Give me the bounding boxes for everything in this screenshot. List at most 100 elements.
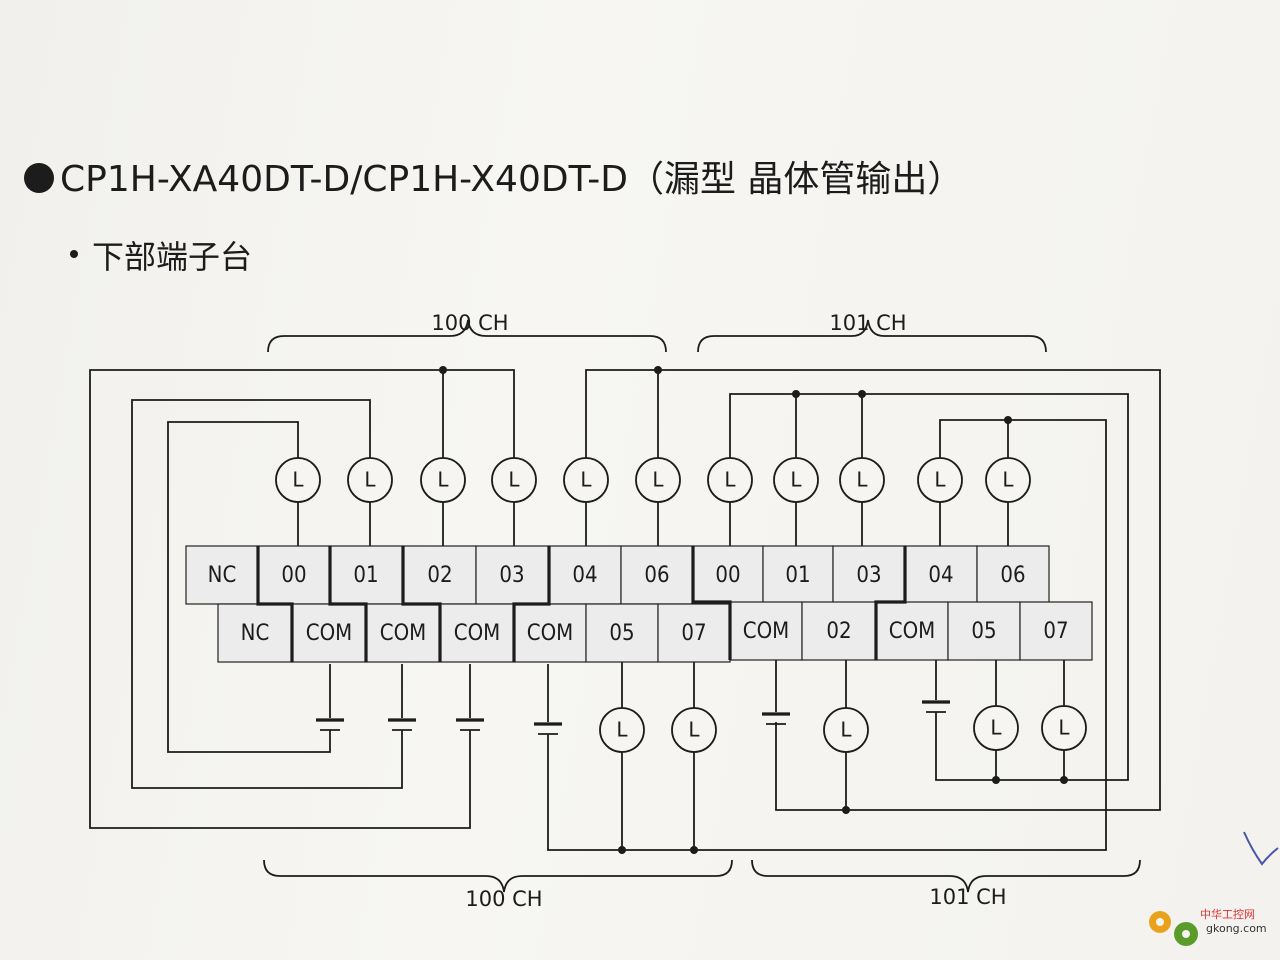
- lamp-icon: L: [1041, 705, 1087, 751]
- lamp-icon: L: [823, 707, 869, 753]
- terminal-label: COM: [454, 621, 500, 646]
- label-top-101ch: 101 CH: [829, 311, 906, 335]
- lamp-icon: L: [563, 457, 609, 503]
- power-source-3: [456, 718, 484, 731]
- terminal-label: COM: [527, 621, 573, 646]
- lamp-icon: L: [707, 457, 753, 503]
- terminal-label: 00: [281, 563, 306, 588]
- lamp-label: L: [934, 468, 946, 492]
- brace-top-101ch: [697, 319, 1047, 353]
- pen-mark: [1243, 831, 1279, 866]
- terminal-upper-101-01: [762, 545, 834, 605]
- wire-lamp-drops-lower: [621, 660, 1065, 850]
- terminal-lower-nc: [217, 603, 293, 663]
- terminal-label: 05: [609, 621, 634, 646]
- wire-lamp-drops-upper: [297, 502, 1009, 546]
- power-source-6: [922, 700, 950, 713]
- lamp-icon: L: [491, 457, 537, 503]
- terminal-label: NC: [208, 563, 237, 588]
- terminal-lower-101-07: [1019, 601, 1093, 661]
- wire-group-02-03: [443, 369, 515, 458]
- group-separators: [256, 546, 907, 662]
- page-title: CP1H-XA40DT-D/CP1H-X40DT-D（漏型 晶体管输出）: [24, 150, 963, 202]
- page-subtitle: 下部端子台: [70, 232, 252, 278]
- lamp-icon: L: [839, 457, 885, 503]
- lamp-label: L: [580, 468, 592, 492]
- terminal-upper-100-04: [548, 545, 622, 605]
- lamp-label: L: [790, 468, 802, 492]
- lamp-icon: L: [773, 457, 819, 503]
- brace-top-100ch: [267, 319, 667, 353]
- lamp-label: L: [990, 716, 1002, 740]
- lamp-icon: L: [275, 457, 321, 503]
- lamp-label: L: [688, 718, 700, 742]
- junction-nodes: [439, 366, 1068, 854]
- lamp-label: L: [724, 468, 736, 492]
- terminal-label: COM: [743, 619, 789, 644]
- label-top-100ch: 100 CH: [431, 311, 508, 335]
- terminal-label: 04: [572, 563, 597, 588]
- terminal-label: 06: [644, 563, 669, 588]
- wire-loop-6: [547, 419, 1107, 851]
- lower-lamps: L L L L L: [599, 705, 1087, 753]
- terminal-label: COM: [380, 621, 426, 646]
- lamp-icon: L: [420, 457, 466, 503]
- terminal-label: 03: [856, 563, 881, 588]
- terminal-label: NC: [241, 621, 270, 646]
- terminal-lower-100-07: [657, 603, 731, 663]
- terminal-lower-101-05: [947, 601, 1021, 661]
- lamp-label: L: [292, 468, 304, 492]
- lamp-label: L: [1002, 468, 1014, 492]
- wire-loop-5: [729, 393, 1129, 781]
- lamp-icon: L: [917, 457, 963, 503]
- terminal-label: COM: [306, 621, 352, 646]
- lamp-icon: L: [671, 707, 717, 753]
- watermark-url: gkong.com: [1206, 922, 1267, 935]
- terminal-label: 02: [826, 619, 851, 644]
- lamp-label: L: [1058, 716, 1070, 740]
- power-source-4: [534, 722, 562, 735]
- lamp-label: L: [364, 468, 376, 492]
- wire-loop-4: [585, 369, 1161, 811]
- wire-loop-1: [167, 421, 331, 753]
- lamp-label: L: [652, 468, 664, 492]
- power-source-2: [388, 718, 416, 731]
- terminal-label: 07: [681, 621, 706, 646]
- terminal-label: 02: [427, 563, 452, 588]
- terminal-label: COM: [889, 619, 935, 644]
- terminal-upper-100-02: [402, 545, 477, 605]
- lamp-icon: L: [635, 457, 681, 503]
- power-source-5: [762, 712, 790, 725]
- power-source-1: [316, 718, 344, 731]
- wire-loop-2: [131, 399, 403, 789]
- label-bottom-101ch: 101 CH: [929, 885, 1006, 909]
- lamp-label: L: [508, 468, 520, 492]
- lamp-icon: L: [985, 457, 1031, 503]
- lamp-icon: L: [973, 705, 1019, 751]
- watermark-logo-icon: [1149, 911, 1198, 946]
- brace-bottom-100ch: [263, 859, 733, 893]
- wire-loop-3: [89, 369, 471, 829]
- terminal-row-lower: NC COM COM COM COM 05 07 COM 02 COM 05 0…: [217, 601, 1093, 663]
- terminal-label: 07: [1043, 619, 1068, 644]
- lamp-label: L: [840, 718, 852, 742]
- watermark-name: 中华工控网: [1200, 908, 1255, 921]
- subtitle-text: 下部端子台: [92, 238, 253, 276]
- terminal-lower-100-05: [585, 603, 659, 663]
- terminal-label: 01: [785, 563, 810, 588]
- terminal-label: 04: [928, 563, 953, 588]
- lamp-icon: L: [599, 707, 645, 753]
- wire-group-101-00-03: [795, 394, 863, 458]
- terminal-label: 05: [971, 619, 996, 644]
- bullet-dot-icon: [70, 250, 78, 258]
- lamp-label: L: [437, 468, 449, 492]
- wire-com-drops: [329, 660, 937, 722]
- bullet-icon: [24, 163, 54, 193]
- terminal-label: 00: [715, 563, 740, 588]
- brace-bottom-101ch: [751, 859, 1141, 893]
- upper-lamps: L L L L L L L L L L L: [275, 457, 1031, 503]
- label-bottom-100ch: 100 CH: [465, 887, 542, 911]
- lamp-icon: L: [347, 457, 393, 503]
